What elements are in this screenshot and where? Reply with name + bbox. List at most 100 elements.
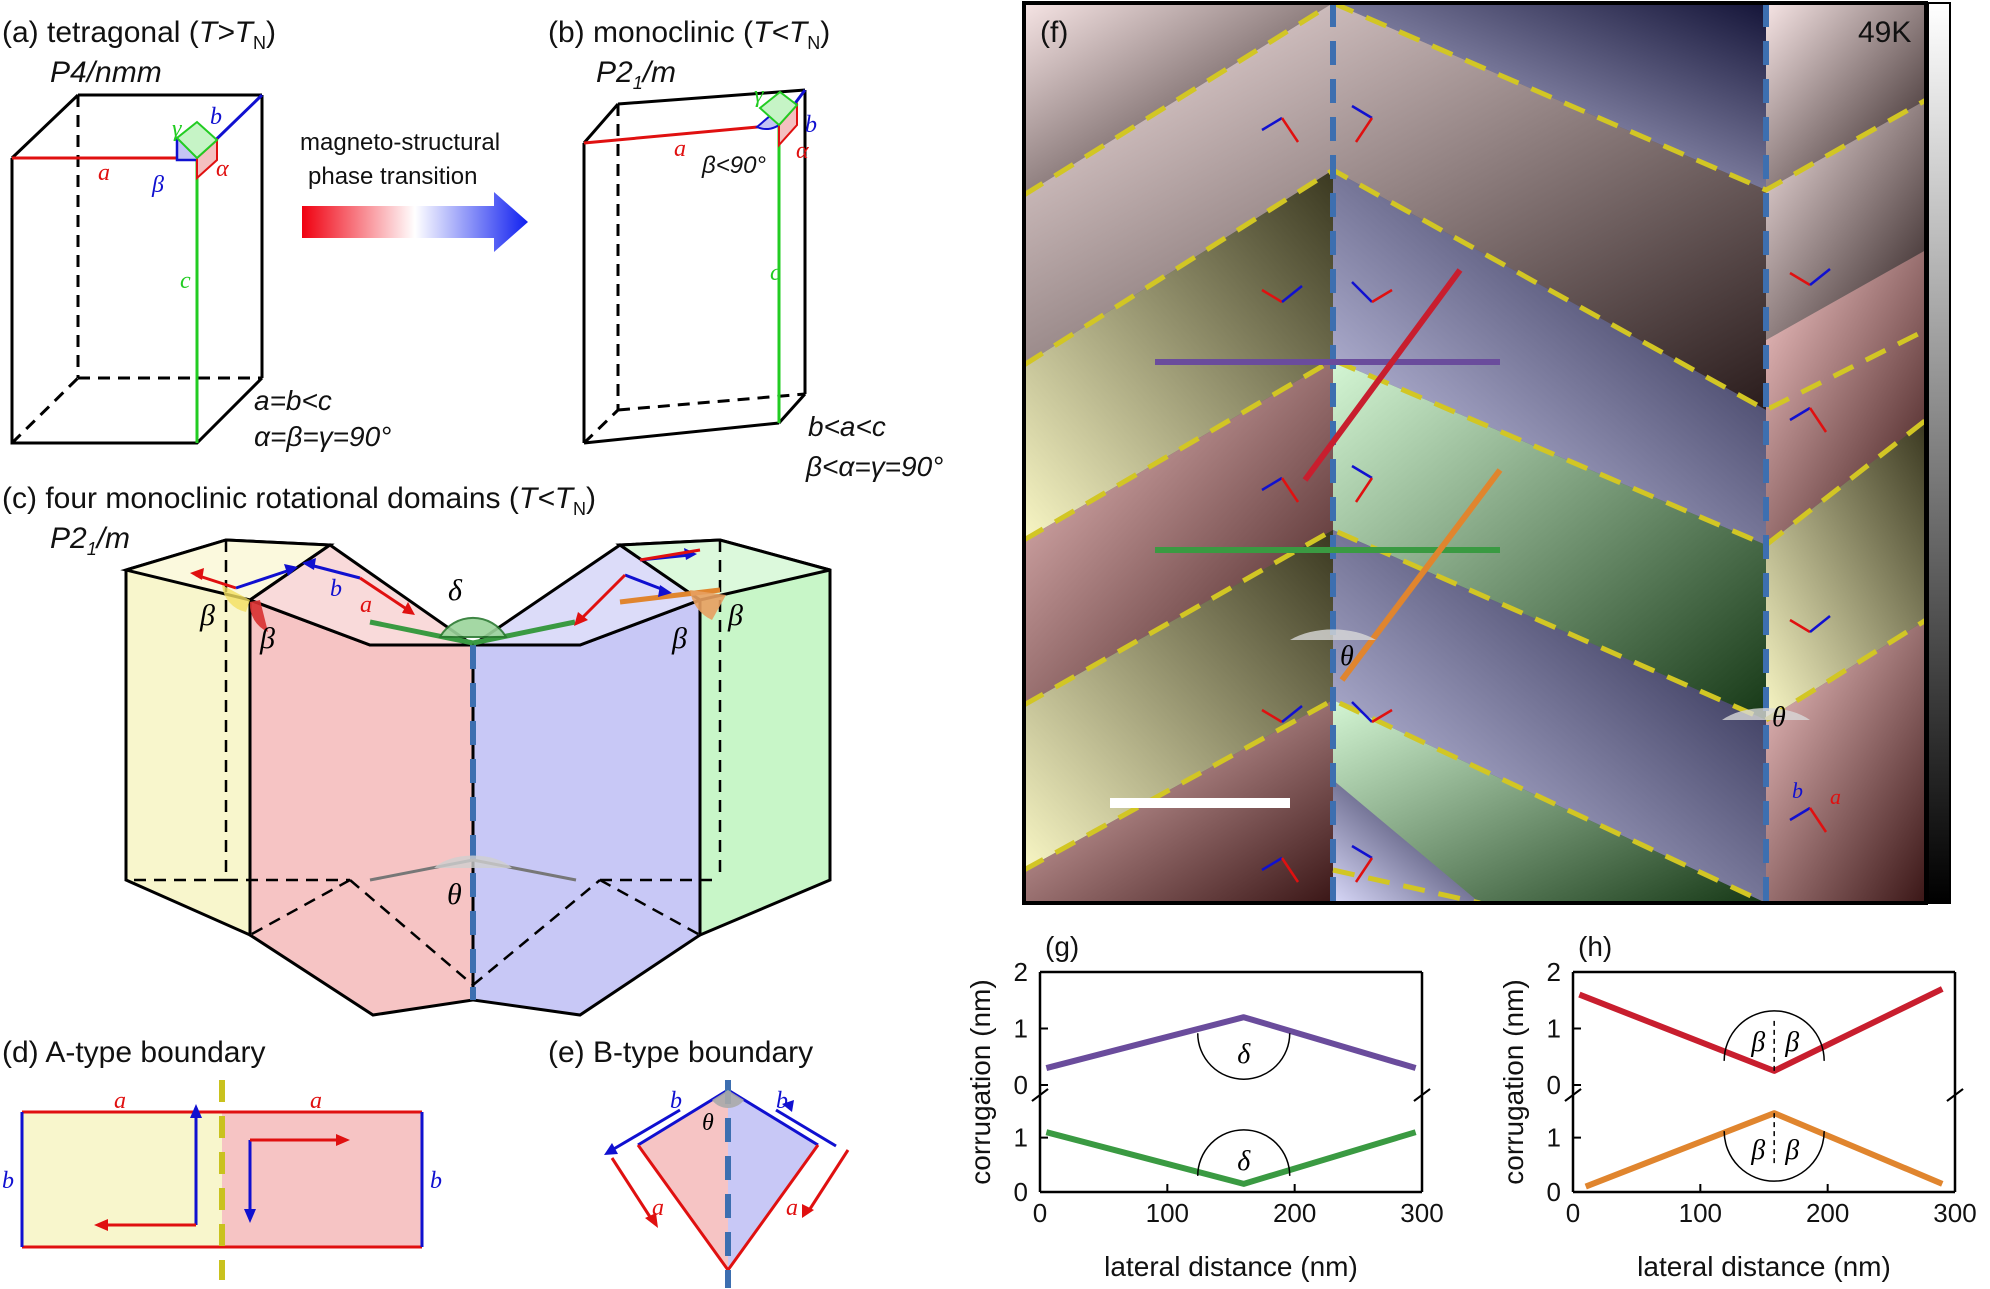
y-tick-label: 1 xyxy=(1014,1123,1028,1153)
panel-b-space-group: P21/m xyxy=(596,56,676,93)
temperature-label: 49K xyxy=(1858,16,1911,49)
y-tick-label: 0 xyxy=(1547,1070,1561,1100)
f-theta-2: θ xyxy=(1772,702,1786,733)
panel-d-label: (d) A-type boundary xyxy=(2,1036,265,1069)
panel-c: (c) four monoclinic rotational domains (… xyxy=(2,482,832,1017)
b-edge-a-label: a xyxy=(674,136,686,162)
f-theta-1: θ xyxy=(1340,641,1354,672)
b-relation-1: b<a<c xyxy=(808,411,886,442)
domain-blue xyxy=(471,597,702,1017)
x-axis-label: lateral distance (nm) xyxy=(1104,1251,1358,1282)
d-a-right: a xyxy=(310,1088,322,1114)
panel-f-label: (f) xyxy=(1040,16,1068,49)
y-axis-label: corrugation (nm) xyxy=(1498,979,1529,1184)
edge-c-label: c xyxy=(180,268,191,294)
panel-e-label: (e) B-type boundary xyxy=(548,1036,813,1069)
e-a-left: a xyxy=(652,1195,664,1221)
b-relation-2: β<α=γ=90° xyxy=(805,451,943,482)
y-tick-label: 1 xyxy=(1014,1014,1028,1044)
y-axis-label: corrugation (nm) xyxy=(965,979,996,1184)
panel-c-space-group: P21/m xyxy=(50,522,130,559)
x-tick-label: 0 xyxy=(1033,1198,1047,1228)
b-alpha-label: α xyxy=(796,138,809,164)
gradient-arrow-icon xyxy=(302,192,528,252)
relation-1: a=b<c xyxy=(254,385,332,416)
series-line xyxy=(1045,1129,1417,1187)
x-tick-label: 100 xyxy=(1146,1198,1189,1228)
y-tick-label: 1 xyxy=(1547,1123,1561,1153)
relation-2: α=β=γ=90° xyxy=(254,421,391,452)
c-beta-4: β xyxy=(727,599,743,632)
edge-b-label: b xyxy=(210,104,222,130)
y-tick-label: 2 xyxy=(1014,957,1028,987)
edge-a-label: a xyxy=(98,160,110,186)
angle-arc xyxy=(1196,1129,1291,1176)
b-edge-b-label: b xyxy=(805,112,817,138)
b-gamma-label: γ xyxy=(754,82,764,108)
panel-c-label: (c) four monoclinic rotational domains (… xyxy=(2,482,596,519)
e-b-right: b xyxy=(776,1088,788,1114)
arrow-label-1: magneto-structural xyxy=(300,129,500,156)
angle-label: β xyxy=(1750,1135,1765,1166)
angle-arc xyxy=(1723,1131,1825,1182)
chart-panel-label: (g) xyxy=(1045,931,1079,962)
y-tick-label: 2 xyxy=(1547,957,1561,987)
y-tick-label: 0 xyxy=(1014,1177,1028,1207)
axis-break-mark xyxy=(1564,1088,1582,1102)
angle-label: β xyxy=(1784,1135,1799,1166)
axis-break-mark xyxy=(1946,1088,1964,1102)
grayscale-colorbar xyxy=(1927,2,1951,904)
domain-pink xyxy=(248,597,475,1017)
x-tick-label: 0 xyxy=(1566,1198,1580,1228)
e-a-right: a xyxy=(786,1195,798,1221)
angle-label: δ xyxy=(1237,1146,1251,1177)
x-tick-label: 300 xyxy=(1400,1198,1443,1228)
y-tick-label: 1 xyxy=(1547,1014,1561,1044)
x-tick-label: 200 xyxy=(1273,1198,1316,1228)
beta-label: β xyxy=(151,172,164,198)
scale-bar xyxy=(1110,798,1290,808)
panel-b: (b) monoclinic (T<TN) P21/m a b c α γ β<… xyxy=(548,16,943,482)
panel-a-space-group: P4/nmm xyxy=(50,56,162,89)
chart-panel-label: (h) xyxy=(1578,931,1612,962)
angle-label: β xyxy=(1784,1027,1799,1058)
panel-f-image: (f) 49K θ θ b a xyxy=(1022,1,1951,905)
d-b-right: b xyxy=(430,1168,442,1194)
gamma-label: γ xyxy=(172,116,182,142)
c-beta-3: β xyxy=(671,622,687,655)
x-axis-label: lateral distance (nm) xyxy=(1637,1251,1891,1282)
c-beta-1: β xyxy=(199,599,215,632)
gamma-angle-box xyxy=(175,120,219,160)
monoclinic-cell xyxy=(582,88,807,445)
e-theta: θ xyxy=(702,1110,714,1136)
f-b-label: b xyxy=(1792,778,1803,803)
panel-b-label: (b) monoclinic (T<TN) xyxy=(548,16,830,53)
x-tick-label: 200 xyxy=(1806,1198,1849,1228)
tetragonal-cell xyxy=(10,93,264,445)
angle-label: β xyxy=(1750,1027,1765,1058)
beta-note: β<90° xyxy=(701,152,766,179)
axis-break-mark xyxy=(1413,1088,1431,1102)
c-a-label: a xyxy=(360,592,372,618)
c-beta-2: β xyxy=(259,622,275,655)
panel-d: (d) A-type boundary a a b b xyxy=(2,1036,442,1280)
panel-a: (a) tetragonal (T>TN) P4/nmm a b c α β γ… xyxy=(2,16,391,452)
b-edge-c-label: c xyxy=(770,260,781,286)
panel-a-label: (a) tetragonal (T>TN) xyxy=(2,16,276,53)
x-tick-label: 300 xyxy=(1933,1198,1976,1228)
d-a-left: a xyxy=(114,1088,126,1114)
c-theta: θ xyxy=(447,878,462,911)
alpha-label: α xyxy=(216,156,229,182)
axis-break-mark xyxy=(1031,1088,1049,1102)
y-tick-label: 0 xyxy=(1547,1177,1561,1207)
arrow-label-2: phase transition xyxy=(308,163,477,190)
d-b-left: b xyxy=(2,1168,14,1194)
angle-arc xyxy=(1196,1033,1291,1080)
angle-arc xyxy=(1723,1010,1825,1061)
series-line xyxy=(1045,1014,1417,1071)
angle-label: δ xyxy=(1237,1039,1251,1070)
f-a-label: a xyxy=(1830,784,1841,809)
c-delta: δ xyxy=(448,574,463,607)
